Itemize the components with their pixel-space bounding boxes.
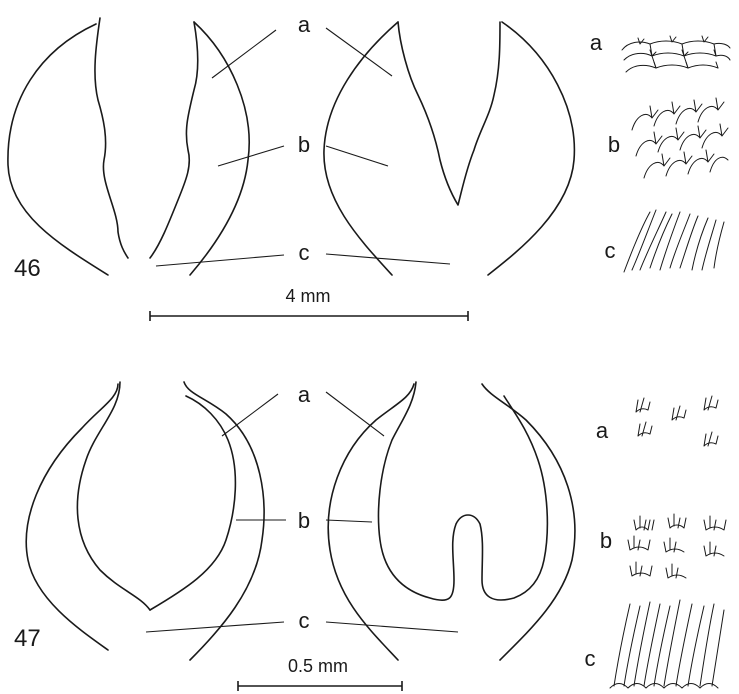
fig46-detail-label-c: c xyxy=(605,238,616,263)
fig47-scale-bar xyxy=(238,681,402,691)
fig46-left-right-outline xyxy=(190,22,249,275)
fig46-detail-label-b: b xyxy=(608,132,620,157)
fig47-detail-a-spines xyxy=(636,396,718,446)
fig47-leader-b-right xyxy=(326,520,372,522)
fig47-leader-c-right xyxy=(326,622,458,632)
fig46-label-b: b xyxy=(298,132,310,157)
fig47-number: 47 xyxy=(14,625,41,652)
fig46-leader-a-right xyxy=(326,28,392,76)
fig47-label-a: a xyxy=(298,382,311,407)
fig46-detail-c-hairs xyxy=(624,210,724,272)
fig46-detail-a-cells xyxy=(622,36,730,72)
fig47-right-right-outer-outline xyxy=(482,384,575,660)
fig47-detail-label-c: c xyxy=(585,646,596,671)
fig47-detail-label-a: a xyxy=(596,418,609,443)
fig47-left-inner-outline xyxy=(77,382,150,610)
fig46-left-outer-outline xyxy=(8,24,108,275)
fig47-label-b: b xyxy=(298,508,310,533)
fig46-right-cup-outline xyxy=(398,22,500,205)
fig46-leader-c-right xyxy=(326,254,450,264)
fig47-right-cup-outline xyxy=(379,382,548,600)
fig47-detail-b-crowns xyxy=(628,514,726,578)
fig46-left-mid-outline xyxy=(150,22,198,258)
fig46-left-inner-outline xyxy=(95,18,128,258)
fig47-scale-label: 0.5 mm xyxy=(288,656,348,676)
fig46-detail-b-scales xyxy=(632,98,728,178)
fig47-left-right-outer-outline xyxy=(184,382,264,660)
fig46-detail-label-a: a xyxy=(590,30,603,55)
fig46-leader-b-right xyxy=(326,146,388,166)
fig47-label-c: c xyxy=(299,608,310,633)
fig47-detail-c-hairs xyxy=(610,600,724,688)
fig47-leader-a-right xyxy=(326,392,384,436)
figure-47: a b c 47 0.5 mm a b c xyxy=(14,382,726,691)
fig46-label-a: a xyxy=(298,12,311,37)
fig46-scale-bar xyxy=(150,311,468,321)
fig47-leader-a-left xyxy=(222,394,278,436)
fig47-leader-c-left xyxy=(146,622,284,632)
fig46-number: 46 xyxy=(14,255,41,282)
fig46-right-right-outline xyxy=(488,22,574,275)
fig47-left-right-inner-outline xyxy=(150,396,235,610)
fig46-leader-c-left xyxy=(156,255,284,266)
fig46-label-c: c xyxy=(299,240,310,265)
fig46-leader-b-left xyxy=(218,146,284,166)
figure-46: a b c 46 4 mm a b c xyxy=(8,12,730,321)
fig47-detail-label-b: b xyxy=(600,528,612,553)
fig46-scale-label: 4 mm xyxy=(286,286,331,306)
